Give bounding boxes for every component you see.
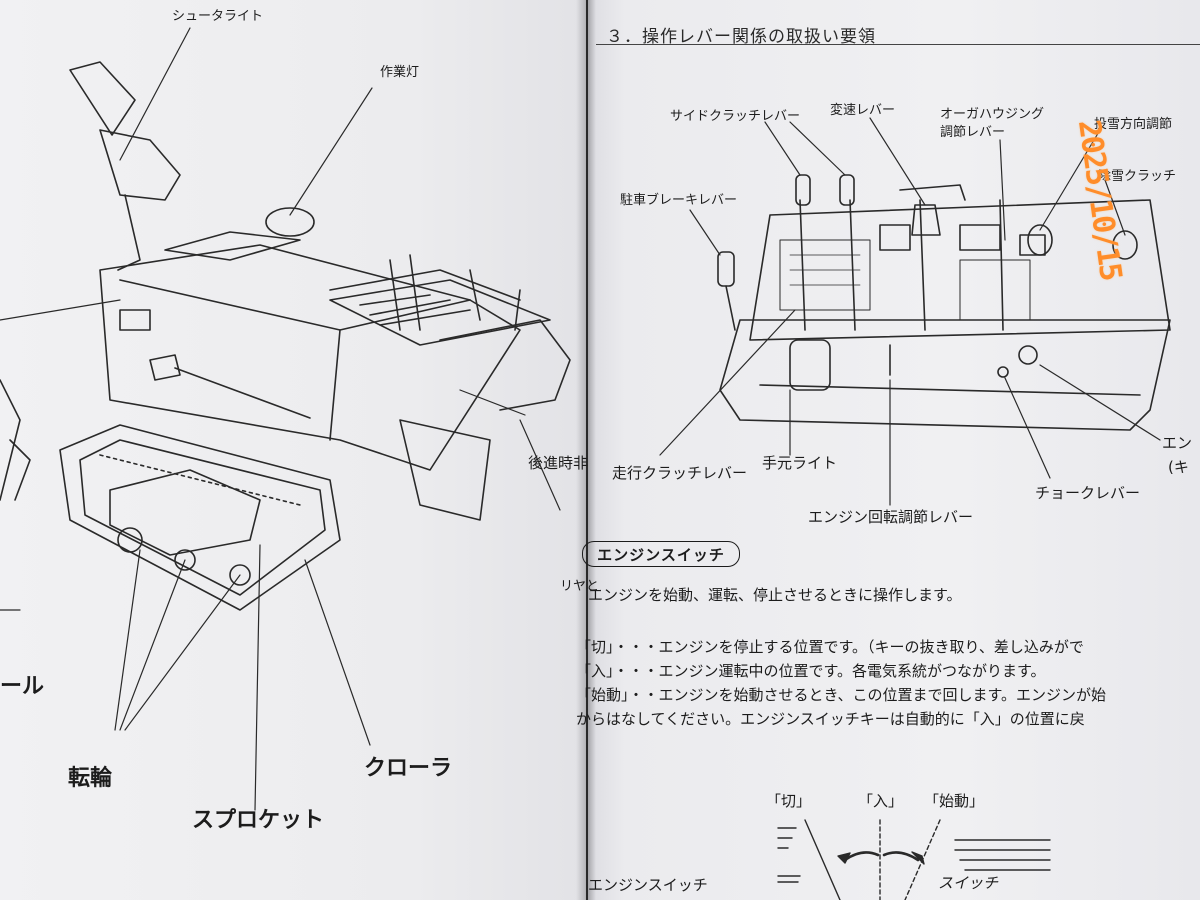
label-travel-clutch: 走行クラッチレバー <box>612 464 748 482</box>
label-side-clutch: サイドクラッチレバー <box>670 109 801 124</box>
label-cut-off: ール <box>0 674 45 699</box>
snowblower-illustration <box>0 61 571 611</box>
diagram-caption: エンジンスイッチ <box>588 876 708 894</box>
engine-switch-diagram <box>777 819 1051 900</box>
right-page <box>588 0 1200 900</box>
label-key-cut: (キ <box>1168 458 1189 476</box>
diagram-pos-on: 「入」 <box>858 792 904 810</box>
diagram-switch-text: スイッチ <box>938 874 999 892</box>
book-gutter <box>576 0 596 900</box>
diagram-pos-off: 「切」 <box>766 792 812 810</box>
label-speed-lever: 変速レバー <box>830 103 896 118</box>
label-snow-direction: 投雪方向調節 <box>1094 117 1173 132</box>
label-engine-cut: エン <box>1162 434 1193 452</box>
label-wheel: 転輪 <box>68 766 113 791</box>
label-reverse-horizontal: 後進時非 <box>528 454 589 472</box>
engine-switch-heading: エンジンスイッチ <box>582 541 740 567</box>
label-hand-light: 手元ライト <box>762 454 838 472</box>
diagram-pos-start: 「始動」 <box>924 792 985 810</box>
body-line-start-cont: からはなしてください。エンジンスイッチキーは自動的に「入」の位置に戻 <box>576 710 1085 728</box>
section-title: ３．操作レバー関係の取扱い要領 <box>606 27 876 47</box>
body-line-start: 「始動」・・エンジンを始動させるとき、この位置まで回します。エンジンが始 <box>576 686 1106 704</box>
header-rule <box>596 44 1200 45</box>
label-rear: リヤと <box>560 579 600 594</box>
label-auger-housing-1: オーガハウジング <box>940 107 1045 122</box>
body-line-off: 「切」・・・エンジンを停止する位置です。（キーの抜き取り、差し込みがで <box>576 638 1084 656</box>
label-crawler: クローラ <box>364 756 453 781</box>
label-auger-housing-2: 調節レバー <box>940 125 1006 140</box>
label-engine-speed: エンジン回転調節レバー <box>808 508 974 526</box>
label-choke-lever: チョークレバー <box>1035 484 1141 502</box>
label-chute-light: シュータライト <box>172 9 264 24</box>
engine-switch-intro: エンジンを始動、運転、停止させるときに操作します。 <box>588 586 962 604</box>
label-parking-brake: 駐車ブレーキレバー <box>620 193 738 208</box>
label-sprocket: スプロケット <box>192 808 325 833</box>
label-work-light: 作業灯 <box>380 65 420 80</box>
label-snow-clutch: 除雪クラッチ <box>1098 169 1177 184</box>
body-line-on: 「入」・・・エンジン運転中の位置です。各電気系統がつながります。 <box>576 662 1046 680</box>
